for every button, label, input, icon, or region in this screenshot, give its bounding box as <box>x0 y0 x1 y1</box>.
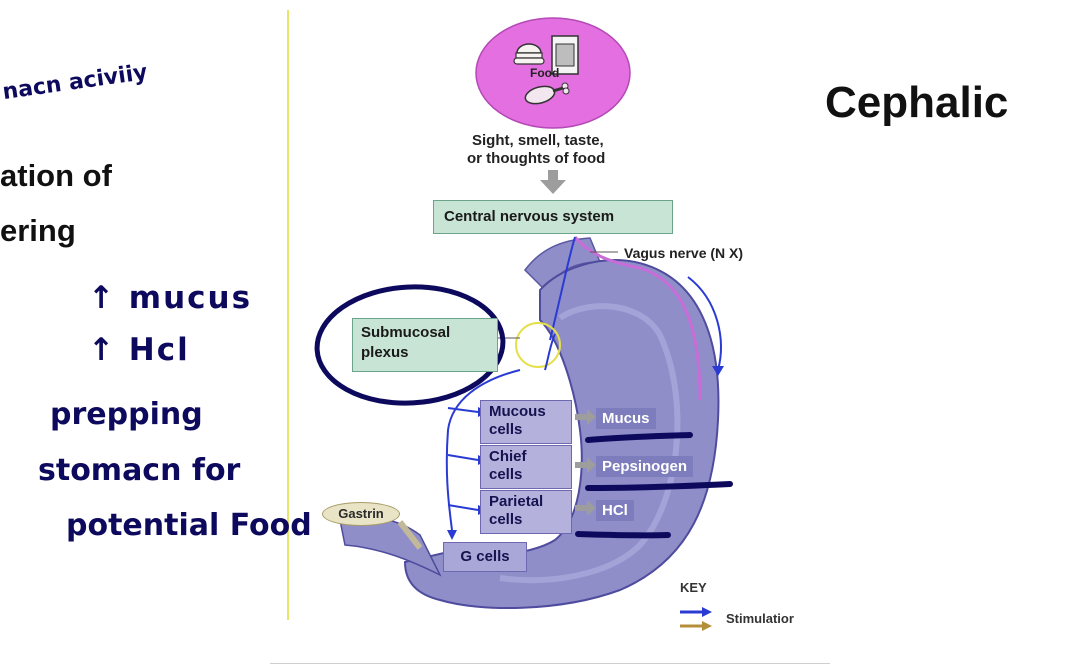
submucosal-label-1: Submucosal <box>361 324 451 341</box>
mucous-cells-label-2: cells <box>489 421 523 438</box>
key-title: KEY <box>680 580 707 595</box>
handwritten-underline-mucus <box>585 432 693 443</box>
parietal-cells-label-1: Parietal <box>489 493 544 510</box>
handwriting-hcl: ↑ Hcl <box>88 332 190 368</box>
chief-cells-label-1: Chief <box>489 448 527 465</box>
stomach-body <box>403 259 720 610</box>
stimulation-arrows <box>445 369 521 531</box>
handwriting-prepping: prepping <box>50 397 203 432</box>
submucosal-label-2: plexus <box>361 344 409 361</box>
pepsinogen-product-label: Pepsinogen <box>596 456 694 477</box>
vagus-nerve-label: Vagus nerve (N X) <box>624 245 744 261</box>
slide-divider <box>287 10 289 620</box>
chief-cells-label-2: cells <box>489 466 523 483</box>
drumstick-icon <box>524 82 570 105</box>
parietal-cells-label-2: cells <box>489 511 523 528</box>
hcl-product-label: HCl <box>596 500 634 521</box>
handwriting-mucus: ↑ mucus <box>88 280 253 316</box>
gastrin-bubble: Gastrin <box>322 502 400 526</box>
mucous-cells-label-1: Mucous <box>489 403 546 420</box>
stimulation-arrow-right <box>687 276 722 371</box>
slide-title: Cephalic <box>825 78 1009 127</box>
burger-icon <box>513 43 545 65</box>
down-arrow-icon <box>540 170 566 194</box>
submucosal-plexus-box: Submucosal plexus <box>352 318 498 372</box>
bottom-rule <box>270 663 830 664</box>
vagus-nerve <box>573 236 702 401</box>
mucus-product-label: Mucus <box>596 408 656 429</box>
cns-box: Central nervous system <box>433 200 673 234</box>
food-label: Food <box>530 66 560 80</box>
product-arrows <box>575 409 596 516</box>
trigger-text-line-1: Sight, smell, taste, <box>472 132 604 149</box>
drink-box-icon <box>551 35 579 75</box>
handwriting-stomach-for: stomacn for <box>38 453 241 488</box>
key-stimulation-label: Stimulatior <box>726 611 794 626</box>
g-cells-box: G cells <box>443 542 527 572</box>
mucous-cells-box: Mucous cells <box>480 400 572 444</box>
parietal-cells-box: Parietal cells <box>480 490 572 534</box>
chief-cells-box: Chief cells <box>480 445 572 489</box>
handwritten-underline-hcl <box>575 531 671 539</box>
handwritten-underline-pepsinogen <box>585 481 733 491</box>
trigger-text-line-2: or thoughts of food <box>467 150 606 167</box>
slide-bullet-text-2: ering <box>0 213 76 248</box>
slide-bullet-text-1: ation of <box>0 158 112 193</box>
plexus-circle <box>515 322 561 368</box>
handwritten-circle <box>314 284 506 406</box>
handwriting-potential-food: potential Food <box>66 508 312 543</box>
